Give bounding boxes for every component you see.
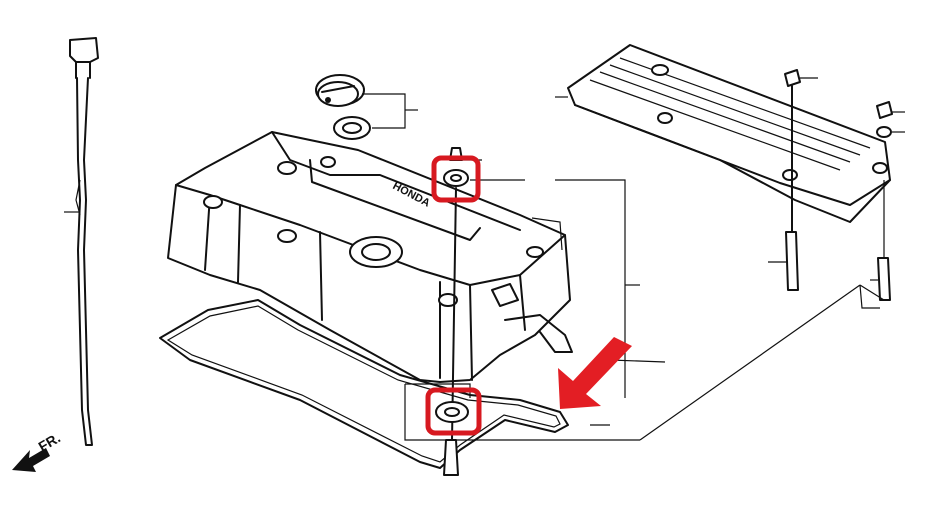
fr-label: FR.	[36, 429, 64, 454]
stud-bolt-right	[870, 180, 891, 301]
stud-bolt-left	[768, 231, 799, 291]
oil-dipstick	[64, 37, 99, 446]
valve-cover: HONDA	[167, 131, 571, 383]
highlight-upper-seal	[431, 155, 481, 203]
oil-filler-cap	[315, 74, 418, 140]
cover-bolt-lower	[435, 401, 469, 476]
ignition-coil-cover	[567, 44, 891, 223]
coil-cover-nut-1	[784, 69, 818, 236]
red-pointer-arrow	[558, 337, 632, 409]
leader-lines	[404, 96, 885, 441]
highlight-lower-seal	[425, 387, 482, 436]
coil-cover-nut-2	[876, 101, 905, 138]
valve-cover-gasket	[159, 299, 573, 469]
front-direction-marker: FR.	[12, 429, 63, 472]
